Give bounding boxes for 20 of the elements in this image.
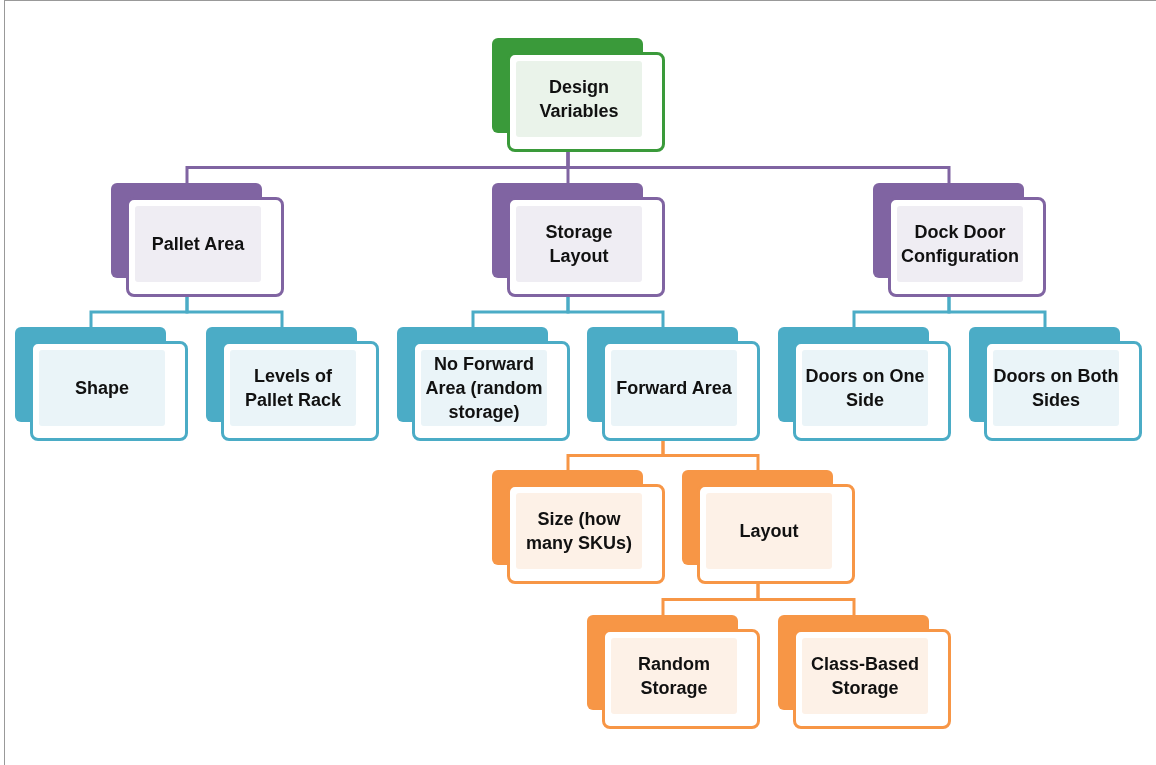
node-label: Forward Area — [611, 350, 737, 426]
connector-line — [947, 297, 1047, 327]
node-label: Random Storage — [611, 638, 737, 714]
node-label: Design Variables — [516, 61, 642, 137]
node-label: Shape — [39, 350, 165, 426]
connector-line — [756, 584, 856, 615]
node-label: Levels of Pallet Rack — [230, 350, 356, 426]
connector-line — [566, 152, 951, 183]
connector-line — [661, 441, 760, 470]
node-label: Storage Layout — [516, 206, 642, 282]
connector-line — [566, 297, 665, 327]
connector-line — [185, 297, 284, 327]
node-label: No Forward Area (random storage) — [421, 350, 547, 426]
node-label: Size (how many SKUs) — [516, 493, 642, 569]
node-label: Pallet Area — [135, 206, 261, 282]
node-label: Doors on Both Sides — [993, 350, 1119, 426]
node-label: Class-Based Storage — [802, 638, 928, 714]
node-label: Layout — [706, 493, 832, 569]
node-label: Dock Door Configuration — [897, 206, 1023, 282]
node-label: Doors on One Side — [802, 350, 928, 426]
